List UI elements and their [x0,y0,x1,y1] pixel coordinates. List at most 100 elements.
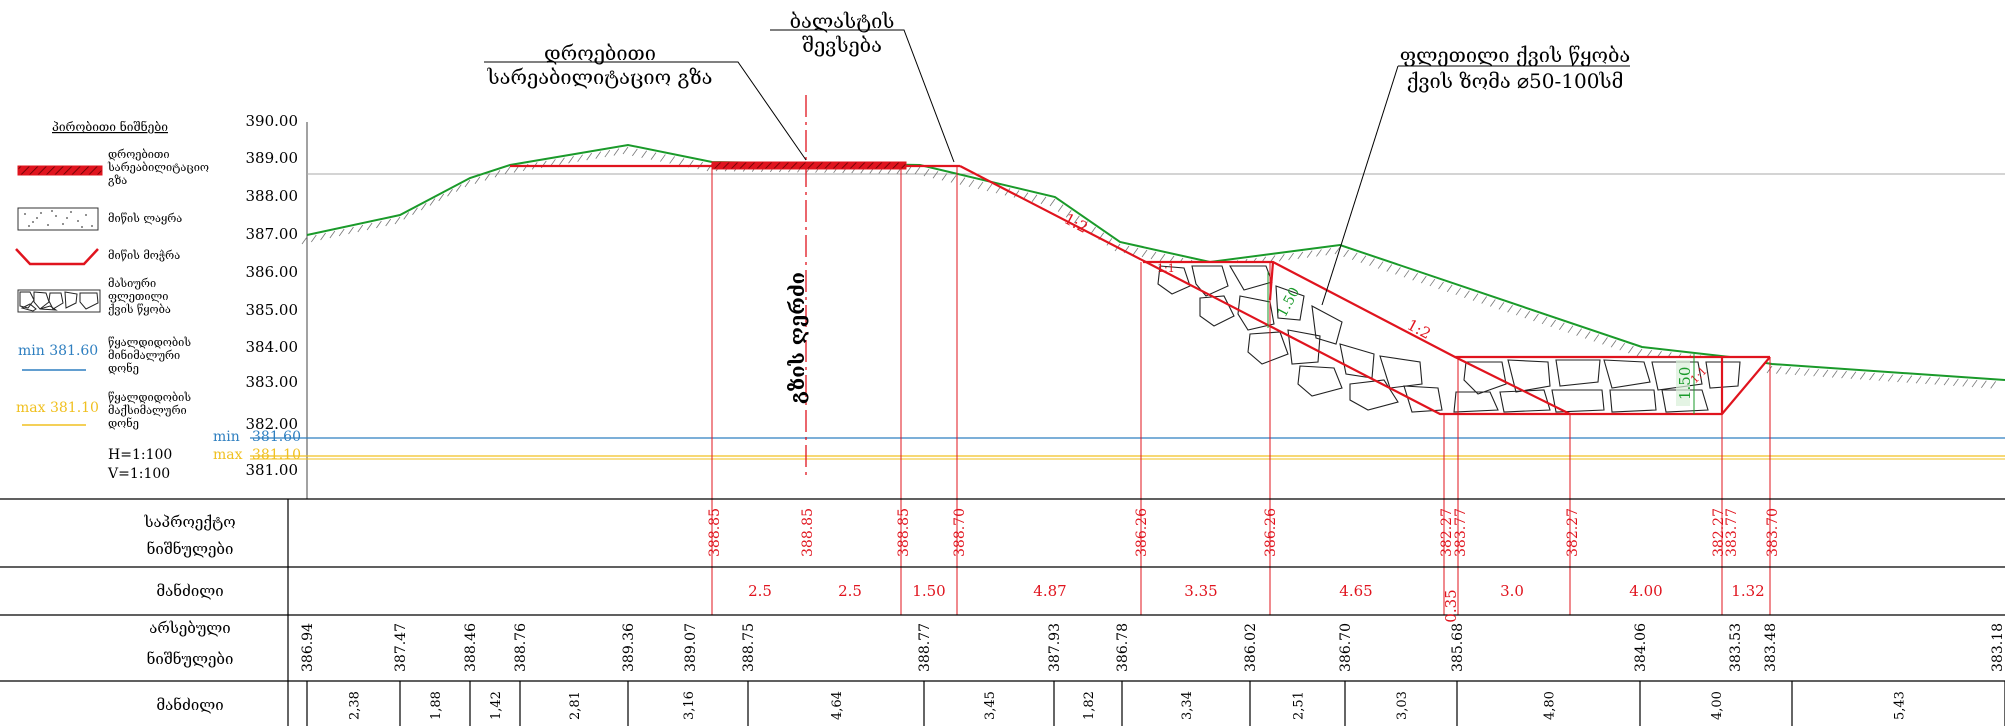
row-label-design-dist: მანძილი [156,582,223,600]
legend-item-max-line1: წყალდიდობის [108,391,191,404]
design-mark: 382.27 [1439,508,1455,557]
row-label-design-1: საპროექტო [143,513,235,531]
stone-inner-slope [1454,356,1571,415]
existing-distance: 1,82 [1082,691,1097,720]
existing-distance: 4,00 [1710,691,1725,720]
row-label-exist-1: არსებული [149,619,230,637]
existing-mark: 387.93 [1047,623,1063,672]
row-label-exist-2: ნიშნულები [147,650,234,668]
water-min-value: 381.60 [252,429,301,445]
existing-distance: 3,16 [682,691,697,720]
svg-text:შევსება: შევსება [802,33,882,57]
callout-ballast: ბალასტის შევსება [770,9,955,163]
slope-label: 1:2 [1061,210,1091,237]
water-max-tag: max [213,447,243,463]
design-distance: 0.35 [1442,589,1460,622]
cut-line-icon [15,248,99,266]
existing-ground-line [306,143,2005,381]
stone-pattern-icon [17,289,101,313]
legend-item-max-line3: დონე [108,417,139,430]
existing-mark: 389.36 [621,623,637,672]
existing-mark: 388.75 [741,623,757,672]
existing-distance: 1,88 [429,691,444,720]
design-distance: 4.87 [1033,582,1066,600]
water-levels: min 381.60 max 381.10 [213,429,2005,463]
slope-label: 1:1 [1157,262,1175,275]
y-tick: 383.00 [246,373,299,391]
design-distance: 2.5 [838,582,862,600]
design-mark: 386.26 [1263,508,1279,557]
legend-item-stone-line2: ფლეთილი [108,290,168,303]
existing-distance: 3,34 [1180,691,1195,720]
existing-mark: 383.48 [1763,623,1779,672]
design-distance: 3.0 [1500,582,1524,600]
design-distance: 1.50 [912,582,945,600]
existing-mark: 384.06 [1633,623,1649,672]
existing-mark: 386.02 [1243,623,1259,672]
design-mark: 386.26 [1134,508,1150,557]
design-distance: 4.00 [1629,582,1662,600]
design-mark: 388.85 [707,508,723,557]
existing-mark: 383.18 [1990,623,2005,672]
row-label-design-2: ნიშნულები [147,540,234,558]
design-mark: 382.27 [1565,508,1581,557]
existing-mark: 388.77 [917,623,933,672]
legend-item-stone-line3: ქვის წყობა [108,303,171,316]
y-tick: 385.00 [246,301,299,319]
existing-distance: 3,03 [1395,691,1410,720]
existing-distance: 2,38 [348,691,363,720]
design-mark: 388.70 [952,508,968,557]
existing-mark: 389.07 [683,623,699,672]
callout-stone: ფლეთილი ქვის წყობა ქვის ზომა ⌀50-100სმ [1321,43,1630,306]
existing-mark: 385.68 [1450,623,1466,672]
design-mark: 383.70 [1765,508,1781,557]
svg-text:1.50: 1.50 [1676,367,1694,400]
y-tick: 382.00 [246,415,299,433]
svg-text:ფლეთილი ქვის წყობა: ფლეთილი ქვის წყობა [1400,43,1630,67]
design-distance: 4.65 [1339,582,1372,600]
existing-mark: 383.53 [1728,623,1744,672]
existing-distance: 2,81 [568,691,583,720]
legend-title: პირობითი ნიშნები [52,119,168,134]
plot-frame [306,122,2005,500]
y-tick: 390.00 [246,112,299,130]
design-distance: 1.32 [1731,582,1764,600]
existing-mark: 388.46 [463,623,479,672]
design-mark: 383.77 [1724,508,1740,557]
row-label-exist-dist: მანძილი [156,696,223,714]
svg-text:ქვის ზომა ⌀50-100სმ: ქვის ზომა ⌀50-100სმ [1407,69,1624,93]
existing-mark: 386.78 [1115,623,1131,672]
stone-top-line [1143,260,1770,359]
soil-fill-icon [17,207,99,231]
design-distance: 2.5 [748,582,772,600]
existing-mark: 387.47 [393,623,409,672]
y-tick: 386.00 [246,263,299,281]
design-mark: 388.85 [896,508,912,557]
profile-table: საპროექტო ნიშნულები მანძილი არსებული ნიშ… [0,498,2005,726]
water-max-value: 381.10 [252,447,301,463]
y-tick: 381.00 [246,461,299,479]
existing-mark: 386.94 [300,623,316,672]
existing-distance: 3,45 [983,691,998,720]
y-tick: 389.00 [246,149,299,167]
road-axis-label: გზის ღერძი [785,272,809,404]
legend-item-road-line1: დროებითი [108,148,170,161]
legend-item-min-line1: წყალდიდობის [108,336,191,349]
design-verticals [711,166,1771,615]
ground-hatching [301,146,1997,389]
design-mark: 383.77 [1453,508,1469,557]
legend-item-cut: მიწის მოჭრა [108,249,180,262]
legend-item-min-line3: დონე [108,362,139,375]
existing-distance: 4,64 [830,691,845,720]
design-slope-line [959,165,1771,416]
design-distance: 3.35 [1184,582,1217,600]
legend-item-min-line2: მინიმალური [108,349,180,362]
scale-horizontal: H=1:100 [108,447,172,463]
road-body [711,161,907,170]
design-mark: 388.85 [800,508,816,557]
legend-max-label: max 381.10 [16,400,99,416]
legend-item-road-line2: სარეაბილიტაციო [107,161,209,174]
y-tick: 388.00 [246,187,299,205]
legend: პირობითი ნიშნები დროებითი სარეაბილიტაციო… [15,119,209,482]
